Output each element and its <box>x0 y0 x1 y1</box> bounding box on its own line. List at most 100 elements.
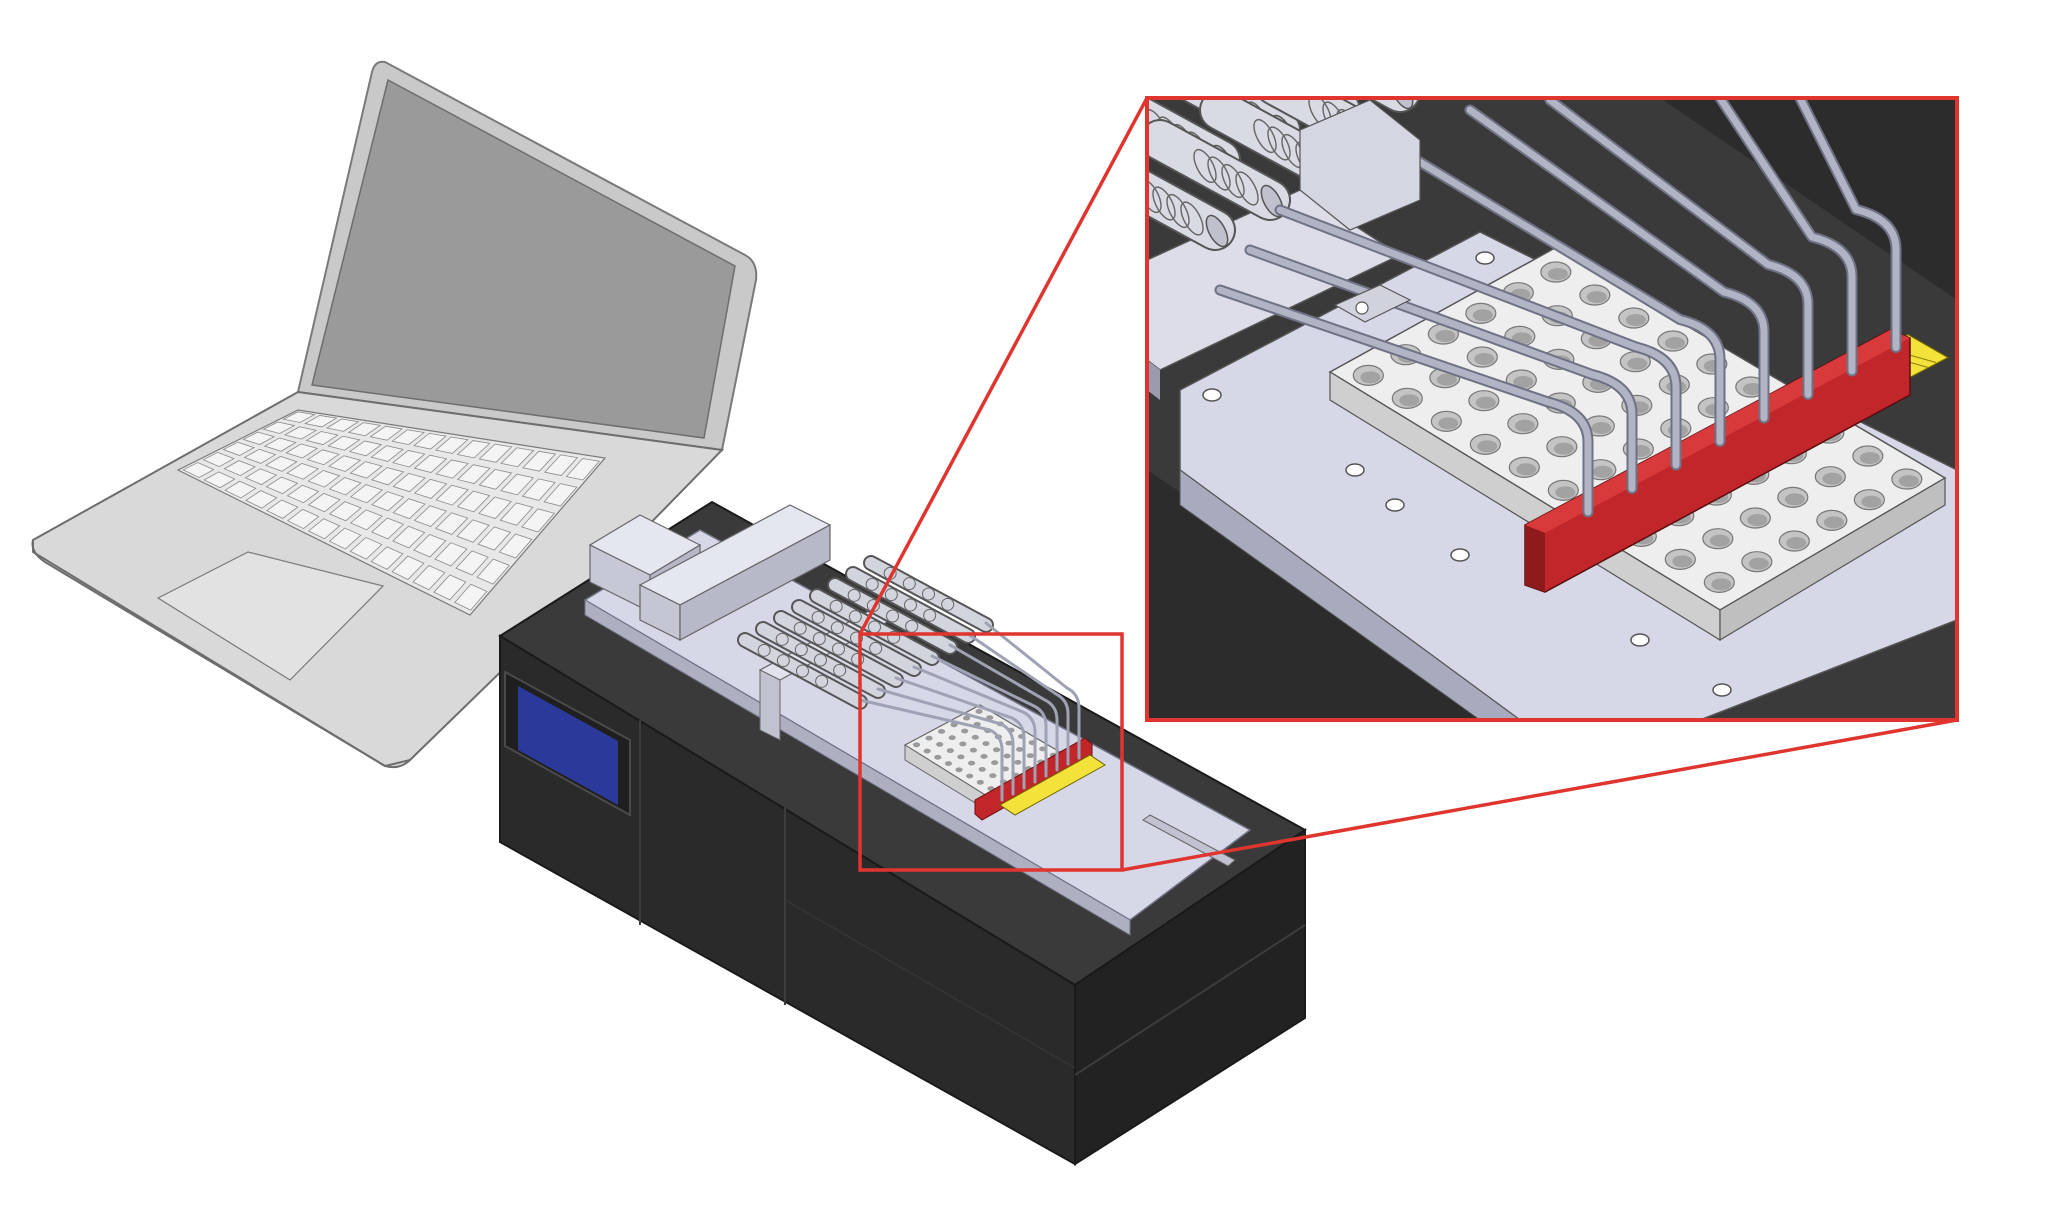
tubing <box>876 687 1015 796</box>
well <box>1005 740 1013 746</box>
keyboard-key <box>413 534 447 558</box>
keyboard-key <box>349 461 383 479</box>
keyboard-key <box>350 509 383 531</box>
tubing <box>894 676 1026 790</box>
laptop <box>31 60 758 769</box>
syringe-thread <box>1193 148 1217 184</box>
keyboard-key <box>477 526 512 551</box>
syringe-thread <box>1347 53 1378 92</box>
well-shadow <box>1784 493 1805 506</box>
well <box>1014 759 1022 765</box>
needle-tube <box>1276 206 1680 469</box>
well-shadow <box>1592 465 1613 478</box>
syringe-ring <box>851 652 865 666</box>
keyboard-key <box>328 455 362 472</box>
keyboard-key <box>456 440 491 459</box>
keyboard-key <box>224 480 257 499</box>
keyboard-key <box>522 450 557 472</box>
syringe-thread <box>1166 193 1190 229</box>
well <box>992 747 1001 753</box>
tubing <box>966 632 1070 766</box>
keyboard-key <box>266 499 299 519</box>
well <box>1003 753 1011 759</box>
keyboard-key <box>305 431 339 446</box>
keyboard-key <box>203 471 236 489</box>
keyboard-key <box>223 460 256 477</box>
syringe-thread <box>1319 38 1350 77</box>
keyboard-key <box>456 519 490 543</box>
syringe-ring <box>815 674 829 688</box>
syringe-ring <box>884 588 898 602</box>
inset-clamp <box>1333 284 1412 323</box>
syringe-ring <box>796 664 809 678</box>
syringe-ring <box>811 610 825 624</box>
well-shadow <box>1786 537 1807 550</box>
needle-tube <box>1216 286 1592 516</box>
keyboard-key <box>282 411 316 423</box>
well <box>925 735 933 741</box>
keyboard-key <box>413 432 447 450</box>
well <box>937 729 946 734</box>
keyboard-key <box>455 550 489 576</box>
syringe-tip <box>1390 98 1414 110</box>
well-shadow <box>1861 495 1882 508</box>
well <box>957 754 965 760</box>
well <box>1001 766 1009 772</box>
syringe-thread <box>1221 163 1245 199</box>
zoom-inset <box>1147 38 1957 720</box>
well-shadow <box>1513 376 1534 389</box>
keyboard-key <box>543 454 579 476</box>
syringe-barrel <box>793 601 920 675</box>
well-shadow <box>1360 371 1381 384</box>
needle-tube <box>1796 98 1900 351</box>
keyboard-key <box>264 455 298 472</box>
well-shadow <box>1438 417 1459 430</box>
deck-hole <box>1450 548 1470 562</box>
well <box>923 748 931 754</box>
syringe-ring <box>847 588 861 602</box>
syringe-ring <box>794 643 808 657</box>
keyboard-key <box>349 484 384 504</box>
keyboard-key <box>182 462 215 479</box>
tubing <box>858 698 1004 802</box>
well-shadow <box>1477 440 1498 453</box>
needle-tube <box>1546 98 1812 398</box>
well-shadow <box>1672 555 1693 568</box>
well <box>989 773 997 779</box>
sensor-strips-small <box>999 754 1106 816</box>
well-shadow <box>1435 330 1456 343</box>
well-shadow <box>1474 353 1495 366</box>
inset-needle-tubing <box>1214 98 1902 518</box>
keyboard-key <box>391 555 425 581</box>
callout-line-top <box>858 97 1149 635</box>
keyboard-key <box>222 441 256 456</box>
keyboard-key <box>370 546 404 570</box>
keyboard-key <box>369 425 404 441</box>
deck-hole <box>1385 498 1405 512</box>
needle-tube <box>1396 146 1724 445</box>
syringe-barrel <box>847 568 974 642</box>
syringe-ring <box>830 621 844 635</box>
keyboard-key <box>500 473 535 496</box>
well-shadow <box>1859 452 1880 465</box>
well-shadow <box>1547 268 1568 281</box>
syringe-barrel <box>1371 98 1418 111</box>
syringe-ring <box>865 577 879 591</box>
tubing <box>984 621 1081 760</box>
keyboard-key <box>500 447 535 468</box>
syringe-ring <box>776 654 790 668</box>
keyboard-key <box>392 498 426 520</box>
tubing <box>912 665 1037 784</box>
keyboard-key <box>286 484 320 504</box>
needle-tube <box>1716 98 1856 375</box>
syringe-barrel <box>829 579 956 653</box>
keyboard-key <box>456 464 491 485</box>
syringe-ring <box>814 653 827 667</box>
keyboard-key <box>371 517 405 540</box>
keyboard-key <box>413 454 448 473</box>
syringe-ring <box>832 642 845 656</box>
keyboard-key <box>307 492 341 513</box>
keyboard-key <box>392 472 426 493</box>
well <box>912 742 921 748</box>
syringe-ring <box>757 643 771 657</box>
